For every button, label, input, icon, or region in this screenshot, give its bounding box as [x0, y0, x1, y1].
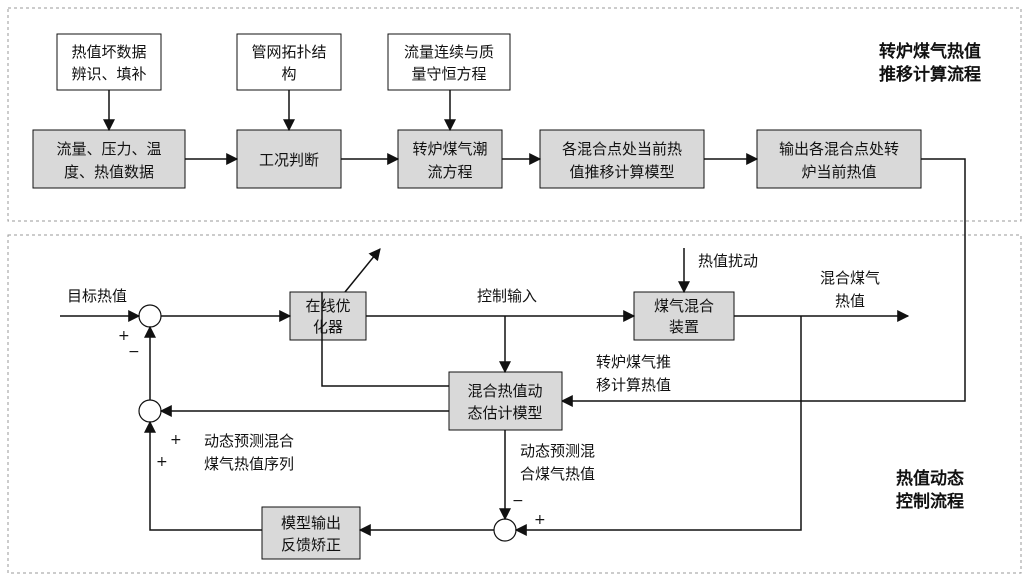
- top-section-frame: [7, 7, 1022, 222]
- box-data-id-line2: 辨识、填补: [71, 65, 146, 83]
- box-topology: [236, 33, 342, 91]
- arrow-output-to-estimator: [560, 158, 966, 407]
- sign-main-plus: +: [118, 328, 130, 344]
- box-topology-line2: 构: [281, 65, 296, 83]
- sign-fb-plus-2: +: [156, 454, 168, 470]
- sum-junction-error: [493, 518, 517, 542]
- label-predict-seq-1: 动态预测混合: [204, 432, 294, 450]
- box-feedback-line1: 模型输出: [281, 514, 341, 532]
- label-mixed-value-2: 热值: [835, 292, 865, 310]
- box-output-line2: 炉当前热值: [801, 163, 876, 181]
- label-shift-value-1: 转炉煤气推: [596, 353, 671, 371]
- box-shift-model-line1: 各混合点处当前热: [562, 140, 682, 158]
- arrow-optimizer-adaptive: [344, 248, 381, 293]
- label-predict-seq-2: 煤气热值序列: [204, 455, 294, 473]
- box-mixer-line1: 煤气混合: [654, 297, 714, 315]
- box-conservation-line1: 流量连续与质: [404, 43, 494, 61]
- label-mixed-value-1: 混合煤气: [820, 269, 880, 287]
- sign-error-minus: −: [512, 493, 524, 509]
- top-section-title-1: 转炉煤气热值: [879, 41, 981, 62]
- box-output: [756, 129, 922, 189]
- box-feedback-line2: 反馈矫正: [281, 536, 341, 554]
- box-measurements-line2: 度、热值数据: [64, 163, 154, 181]
- box-flow-eq-line2: 流方程: [427, 163, 472, 181]
- sign-error-plus: +: [534, 512, 546, 528]
- box-data-id-line1: 热值坏数据: [71, 43, 146, 61]
- box-mixer: [633, 291, 735, 341]
- sign-main-minus: −: [128, 344, 140, 360]
- box-estimator: [448, 371, 563, 431]
- bottom-section-title-1: 热值动态: [896, 468, 964, 489]
- box-measurements: [32, 129, 186, 189]
- arrow-mixed-to-error: [514, 316, 802, 536]
- arrow-feedback-to-fbsum: [144, 420, 262, 531]
- box-feedback: [261, 506, 361, 560]
- line-estimator-to-optimizer: [321, 292, 449, 387]
- top-section-title-2: 推移计算流程: [879, 64, 981, 85]
- label-predict-value-1: 动态预测混: [520, 442, 595, 460]
- label-disturbance: 热值扰动: [698, 252, 758, 270]
- box-topology-line1: 管网拓扑结: [251, 43, 326, 61]
- box-conservation: [387, 33, 511, 91]
- box-mixer-line2: 装置: [669, 318, 699, 336]
- box-optimizer-line2: 化器: [313, 318, 343, 336]
- box-shift-model-line2: 值推移计算模型: [569, 163, 674, 181]
- bottom-section-frame: [7, 234, 1022, 574]
- box-estimator-line2: 态估计模型: [467, 404, 542, 422]
- box-conservation-line2: 量守恒方程: [411, 65, 486, 83]
- bottom-section-title-2: 控制流程: [896, 491, 964, 512]
- box-condition-line1: 工况判断: [259, 151, 319, 169]
- box-measurements-line1: 流量、压力、温: [56, 140, 161, 158]
- label-shift-value-2: 移计算热值: [596, 376, 671, 394]
- label-control-input: 控制输入: [477, 287, 537, 305]
- box-optimizer-line1: 在线优: [305, 297, 350, 315]
- sign-fb-plus-1: +: [170, 432, 182, 448]
- label-target: 目标热值: [67, 287, 127, 305]
- label-predict-value-2: 合煤气热值: [520, 465, 595, 483]
- sum-junction-feedback: [138, 399, 162, 423]
- box-flow-eq-line1: 转炉煤气潮: [412, 140, 487, 158]
- sum-junction-main: [138, 304, 162, 328]
- box-output-line1: 输出各混合点处转: [779, 140, 899, 158]
- box-estimator-line1: 混合热值动: [467, 382, 542, 400]
